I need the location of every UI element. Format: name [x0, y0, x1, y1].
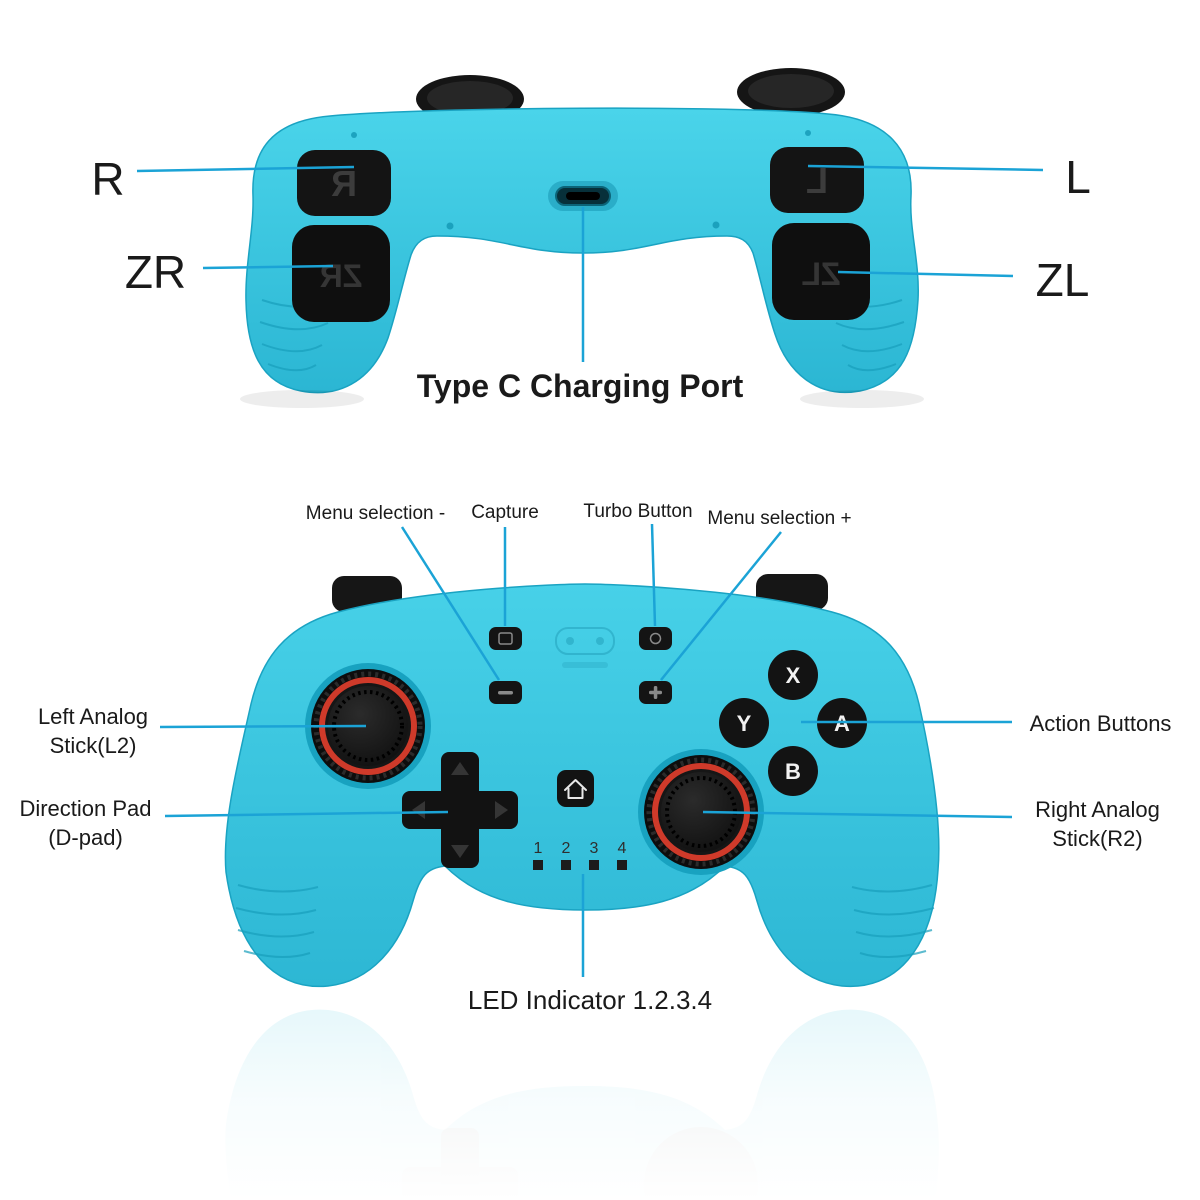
leader-line-right-stick — [702, 810, 1013, 819]
front-grip-texture — [235, 884, 935, 959]
turbo-button-icon — [639, 627, 672, 650]
l-shoulder-button-icon: L — [770, 147, 864, 213]
home-button-icon — [557, 770, 594, 807]
label-type-c-port: Type C Charging Port — [416, 368, 744, 404]
svg-text:ZL: ZL — [801, 256, 840, 292]
action-button-y: Y — [719, 698, 769, 748]
capture-button-icon — [489, 627, 522, 650]
usb-c-port-icon — [548, 181, 618, 211]
svg-text:1: 1 — [534, 840, 543, 857]
leader-line-menu-minus — [400, 526, 501, 681]
label-turbo: Turbo Button — [583, 501, 693, 522]
label-capture: Capture — [471, 502, 539, 523]
reflection-fade — [0, 1000, 1200, 1200]
label-menu-plus: Menu selection + — [707, 508, 852, 529]
right-analog-stick-icon — [638, 749, 764, 875]
leader-line-menu-plus — [660, 531, 782, 681]
label-dpad: Direction Pad (D-pad) — [19, 796, 152, 850]
label-menu-minus: Menu selection - — [305, 503, 446, 524]
leader-lines — [136, 164, 1044, 977]
leader-line-zr — [202, 264, 334, 270]
dpad-icon — [402, 752, 518, 868]
label-led-indicator: LED Indicator 1.2.3.4 — [467, 985, 713, 1015]
label-zl-trigger: ZL — [1035, 254, 1090, 306]
leader-line-zl — [837, 270, 1014, 278]
r-shoulder-button-icon: R — [297, 150, 391, 216]
brand-logo — [555, 627, 615, 668]
controller-front-view: X Y A B 1 2 3 4 — [224, 574, 940, 988]
action-button-b: B — [768, 746, 818, 796]
action-button-x: X — [768, 650, 818, 700]
svg-text:Y: Y — [737, 711, 752, 736]
svg-text:3: 3 — [590, 840, 599, 857]
svg-text:L: L — [806, 160, 828, 201]
label-l-shoulder: L — [1065, 151, 1091, 203]
back-screw-dots — [351, 130, 811, 230]
leader-line-dpad — [164, 810, 449, 818]
label-left-stick: Left Analog Stick(L2) — [37, 704, 149, 758]
label-zr-trigger: ZR — [124, 246, 187, 298]
led-indicator-icon: 1 2 3 4 — [533, 840, 627, 870]
zl-trigger-icon: ZL — [772, 223, 870, 320]
svg-text:2: 2 — [562, 840, 571, 857]
leader-line-left-stick — [159, 724, 367, 729]
leader-line-l — [807, 164, 1044, 172]
zr-trigger-icon: ZR — [292, 225, 390, 322]
svg-text:B: B — [785, 759, 801, 784]
menu-plus-button-icon — [639, 681, 672, 704]
back-shadow — [240, 390, 924, 408]
label-r-shoulder: R — [91, 153, 125, 205]
menu-minus-button-icon — [489, 681, 522, 704]
leader-line-turbo — [650, 523, 657, 627]
leader-line-r — [136, 165, 355, 173]
svg-text:ZR: ZR — [320, 258, 363, 294]
svg-text:R: R — [331, 163, 357, 204]
label-right-stick: Right Analog Stick(R2) — [1035, 797, 1160, 851]
svg-text:4: 4 — [618, 840, 627, 857]
svg-text:A: A — [834, 711, 850, 736]
svg-text:X: X — [786, 663, 801, 688]
label-action-buttons: Action Buttons — [1029, 711, 1172, 736]
